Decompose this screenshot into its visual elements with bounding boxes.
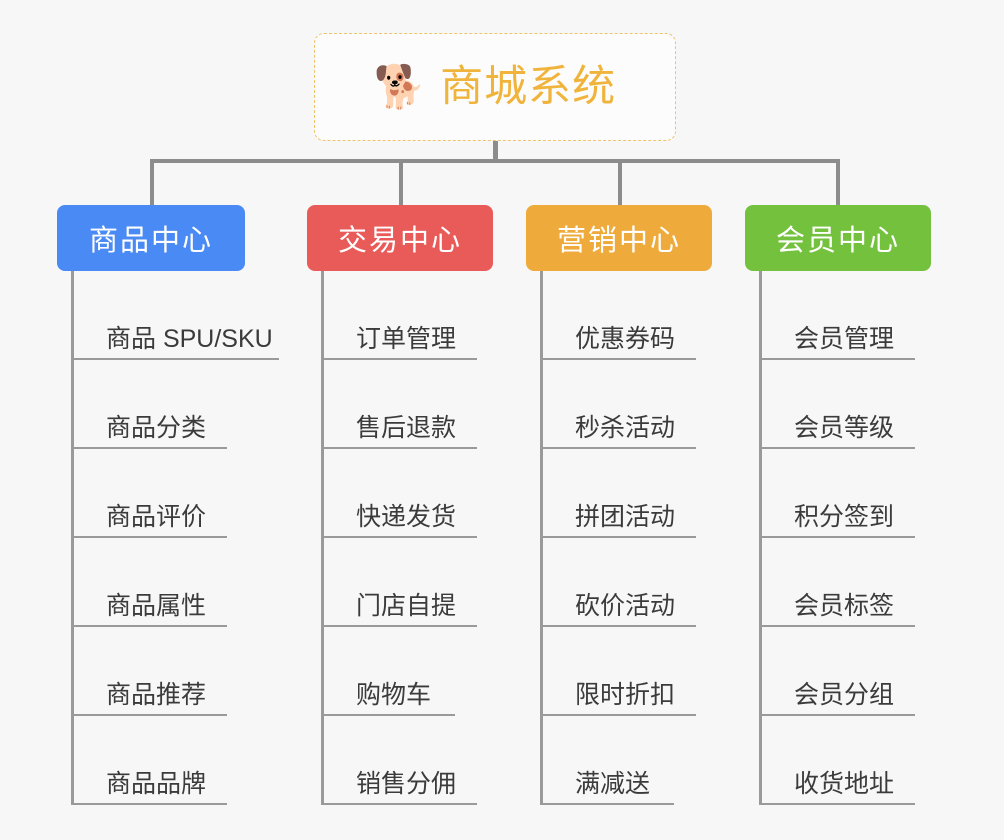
list-item-underline xyxy=(324,714,455,716)
list-item-label: 秒杀活动 xyxy=(575,413,676,442)
child-list-marketing-center: 优惠券码 秒杀活动 拼团活动 砍价活动 限时折扣 满减送 xyxy=(540,271,712,805)
category-label: 商品中心 xyxy=(88,225,213,257)
list-item[interactable]: 会员管理 xyxy=(762,271,931,360)
list-item-underline xyxy=(543,625,696,627)
list-item-label: 售后退款 xyxy=(356,413,457,442)
list-item[interactable]: 商品品牌 xyxy=(74,716,245,805)
connector-horizontal-bus xyxy=(150,159,840,163)
list-item[interactable]: 限时折扣 xyxy=(543,627,712,716)
list-item-underline xyxy=(74,536,227,538)
list-item-underline xyxy=(74,803,227,805)
connector-drop-product-center xyxy=(150,159,154,207)
list-item-label: 砍价活动 xyxy=(575,591,676,620)
list-item-label: 商品推荐 xyxy=(106,680,207,709)
list-item-underline xyxy=(762,536,915,538)
list-item-label: 商品分类 xyxy=(106,413,207,442)
list-item-label: 优惠券码 xyxy=(575,324,676,353)
list-item-label: 会员分组 xyxy=(794,680,895,709)
child-list-trade-center: 订单管理 售后退款 快递发货 门店自提 购物车 销售分佣 xyxy=(321,271,493,805)
list-item-underline xyxy=(324,625,477,627)
list-item-underline xyxy=(74,358,279,360)
list-item-label: 订单管理 xyxy=(356,324,457,353)
list-item[interactable]: 会员分组 xyxy=(762,627,931,716)
column-marketing-center: 营销中心 优惠券码 秒杀活动 拼团活动 砍价活动 限时折扣 xyxy=(526,205,712,805)
list-item[interactable]: 会员标签 xyxy=(762,538,931,627)
list-item-label: 商品品牌 xyxy=(106,769,207,798)
list-item[interactable]: 销售分佣 xyxy=(324,716,493,805)
list-item-underline xyxy=(762,803,915,805)
list-item-label: 限时折扣 xyxy=(575,680,676,709)
list-item-label: 购物车 xyxy=(356,680,432,709)
connector-drop-trade-center xyxy=(399,159,403,207)
list-item[interactable]: 订单管理 xyxy=(324,271,493,360)
list-item[interactable]: 快递发货 xyxy=(324,449,493,538)
category-label: 营销中心 xyxy=(556,225,681,257)
list-item[interactable]: 商品属性 xyxy=(74,538,245,627)
column-member-center: 会员中心 会员管理 会员等级 积分签到 会员标签 会员分组 xyxy=(745,205,931,805)
column-product-center: 商品中心 商品 SPU/SKU 商品分类 商品评价 商品属性 商品推荐 xyxy=(57,205,279,805)
list-item[interactable]: 商品分类 xyxy=(74,360,245,449)
list-item[interactable]: 购物车 xyxy=(324,627,493,716)
root-node-shop-system[interactable]: 🐕 商城系统 xyxy=(314,33,676,141)
shiba-dog-face-icon: 🐕 xyxy=(373,63,427,110)
category-header-product-center[interactable]: 商品中心 xyxy=(57,205,245,271)
connector-drop-member-center xyxy=(836,159,840,207)
list-item-label: 会员等级 xyxy=(794,413,895,442)
root-node-label: 商城系统 xyxy=(440,62,617,111)
list-item[interactable]: 商品 SPU/SKU xyxy=(74,271,279,360)
list-item[interactable]: 商品推荐 xyxy=(74,627,245,716)
list-item-label: 收货地址 xyxy=(794,769,895,798)
list-item-label: 满减送 xyxy=(575,769,651,798)
list-item-underline xyxy=(74,714,227,716)
category-label: 会员中心 xyxy=(775,225,900,257)
list-item-underline xyxy=(543,536,696,538)
list-item[interactable]: 会员等级 xyxy=(762,360,931,449)
category-header-marketing-center[interactable]: 营销中心 xyxy=(526,205,712,271)
list-item-underline xyxy=(762,625,915,627)
child-list-member-center: 会员管理 会员等级 积分签到 会员标签 会员分组 收货地址 xyxy=(759,271,931,805)
list-item-underline xyxy=(74,447,227,449)
list-item-underline xyxy=(762,358,915,360)
list-item[interactable]: 砍价活动 xyxy=(543,538,712,627)
category-header-member-center[interactable]: 会员中心 xyxy=(745,205,931,271)
connector-drop-marketing-center xyxy=(618,159,622,207)
list-item-label: 会员管理 xyxy=(794,324,895,353)
list-item[interactable]: 积分签到 xyxy=(762,449,931,538)
list-item[interactable]: 满减送 xyxy=(543,716,712,805)
category-header-trade-center[interactable]: 交易中心 xyxy=(307,205,493,271)
list-item-underline xyxy=(74,625,227,627)
list-item-underline xyxy=(762,447,915,449)
category-label: 交易中心 xyxy=(337,225,462,257)
list-item[interactable]: 售后退款 xyxy=(324,360,493,449)
list-item-label: 商品 SPU/SKU xyxy=(106,324,273,353)
list-item-underline xyxy=(324,447,477,449)
list-item-label: 销售分佣 xyxy=(356,769,457,798)
list-item-label: 会员标签 xyxy=(794,591,895,620)
list-item-underline xyxy=(543,803,674,805)
list-item[interactable]: 秒杀活动 xyxy=(543,360,712,449)
list-item[interactable]: 门店自提 xyxy=(324,538,493,627)
list-item-underline xyxy=(543,714,696,716)
column-trade-center: 交易中心 订单管理 售后退款 快递发货 门店自提 购物车 xyxy=(307,205,493,805)
child-list-product-center: 商品 SPU/SKU 商品分类 商品评价 商品属性 商品推荐 商品品牌 xyxy=(71,271,279,805)
list-item-label: 积分签到 xyxy=(794,502,895,531)
list-item-underline xyxy=(324,536,477,538)
list-item[interactable]: 拼团活动 xyxy=(543,449,712,538)
list-item[interactable]: 优惠券码 xyxy=(543,271,712,360)
list-item-underline xyxy=(324,358,477,360)
list-item-label: 商品属性 xyxy=(106,591,207,620)
list-item-label: 门店自提 xyxy=(356,591,457,620)
list-item[interactable]: 商品评价 xyxy=(74,449,245,538)
list-item-label: 快递发货 xyxy=(356,502,457,531)
list-item-underline xyxy=(543,447,696,449)
list-item[interactable]: 收货地址 xyxy=(762,716,931,805)
connector-root-stem xyxy=(493,141,498,162)
list-item-label: 商品评价 xyxy=(106,502,207,531)
list-item-label: 拼团活动 xyxy=(575,502,676,531)
list-item-underline xyxy=(762,714,915,716)
list-item-underline xyxy=(543,358,696,360)
list-item-underline xyxy=(324,803,477,805)
